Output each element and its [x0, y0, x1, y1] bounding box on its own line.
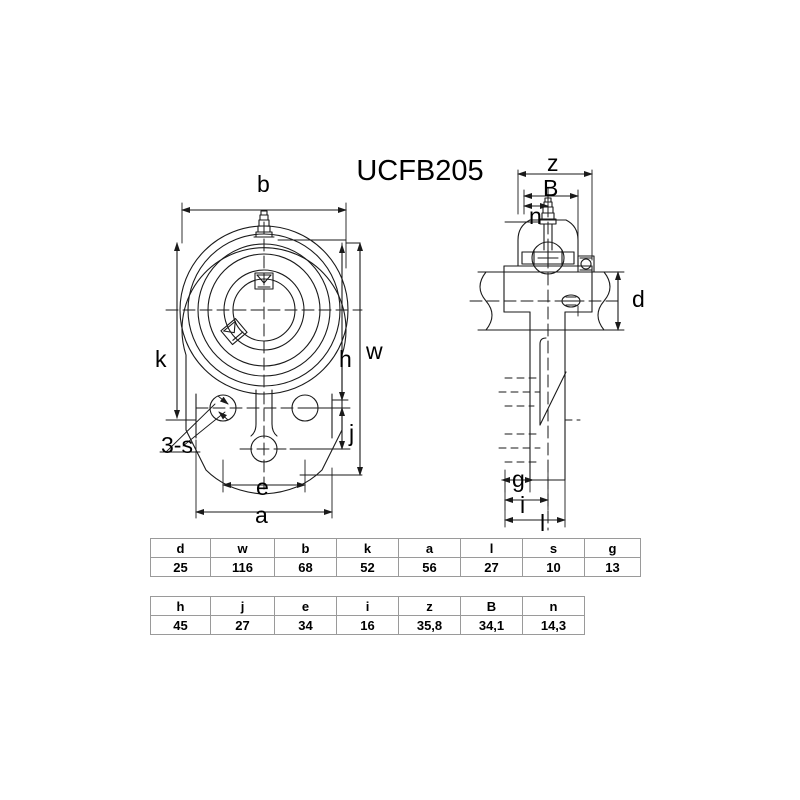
dim-label-h: h — [339, 346, 352, 372]
side-view-hidden-lines — [498, 377, 581, 463]
dim-label-B: B — [543, 175, 559, 201]
table1-header-cell: w — [210, 538, 275, 558]
table1-header-cell: b — [274, 538, 337, 558]
table1-header-cell: l — [460, 538, 523, 558]
table1-value-cell: 13 — [584, 557, 641, 577]
table1-value-cell: 68 — [274, 557, 337, 577]
table1-value-cell: 52 — [336, 557, 399, 577]
dim-label-e: e — [256, 474, 269, 500]
front-view-centerlines — [165, 221, 363, 493]
set-screw-side — [577, 255, 595, 273]
dim-label-n: n — [529, 203, 542, 229]
table-row-headers: h j e i z B n — [150, 596, 585, 616]
page-title: UCFB205 — [356, 155, 484, 187]
dim-label-b: b — [257, 171, 270, 197]
table2-header-cell: B — [460, 596, 523, 616]
dimension-table-2: h j e i z B n 45 27 34 16 35,8 34,1 14,3 — [150, 596, 585, 635]
table2-header-cell: h — [150, 596, 211, 616]
table2-value-cell: 34 — [274, 615, 337, 635]
table1-header-cell: a — [398, 538, 461, 558]
table2-value-cell: 16 — [336, 615, 399, 635]
side-view-dimensions — [501, 169, 625, 528]
table1-header-cell: g — [584, 538, 641, 558]
table1-header-cell: k — [336, 538, 399, 558]
table2-value-cell: 35,8 — [398, 615, 461, 635]
dim-label-z: z — [547, 150, 559, 176]
dim-label-i: i — [520, 492, 526, 518]
dim-label-w: w — [366, 338, 383, 364]
front-view-dimensions — [159, 202, 363, 519]
table2-value-cell: 14,3 — [522, 615, 585, 635]
dim-label-k: k — [155, 346, 167, 372]
table1-header-cell: s — [522, 538, 585, 558]
dimension-table-1: d w b k a l s g 25 116 68 52 56 27 10 13 — [150, 538, 641, 577]
table-row-headers: d w b k a l s g — [150, 538, 641, 558]
dim-label-d: d — [632, 286, 645, 312]
dim-label-a: a — [255, 502, 268, 528]
table1-header-cell: d — [150, 538, 211, 558]
dimension-tables: d w b k a l s g 25 116 68 52 56 27 10 13 — [150, 538, 641, 635]
dim-label-l: l — [540, 510, 546, 536]
table-row-values: 45 27 34 16 35,8 34,1 14,3 — [150, 615, 585, 635]
table2-header-cell: n — [522, 596, 585, 616]
table1-value-cell: 10 — [522, 557, 585, 577]
table1-value-cell: 56 — [398, 557, 461, 577]
set-screw-lower — [220, 318, 248, 346]
side-view-centerlines — [469, 187, 621, 531]
dim-label-g: g — [512, 466, 525, 492]
table2-value-cell: 34,1 — [460, 615, 523, 635]
table1-value-cell: 27 — [460, 557, 523, 577]
table1-value-cell: 25 — [150, 557, 211, 577]
table2-header-cell: j — [210, 596, 275, 616]
table2-value-cell: 27 — [210, 615, 275, 635]
table2-header-cell: e — [274, 596, 337, 616]
table1-value-cell: 116 — [210, 557, 275, 577]
table-row-values: 25 116 68 52 56 27 10 13 — [150, 557, 641, 577]
dim-label-3-s: 3-s — [161, 432, 193, 458]
grease-nipple-front — [253, 210, 275, 238]
dim-label-j: j — [349, 420, 355, 446]
table2-header-cell: i — [336, 596, 399, 616]
table2-header-cell: z — [398, 596, 461, 616]
table2-value-cell: 45 — [150, 615, 211, 635]
